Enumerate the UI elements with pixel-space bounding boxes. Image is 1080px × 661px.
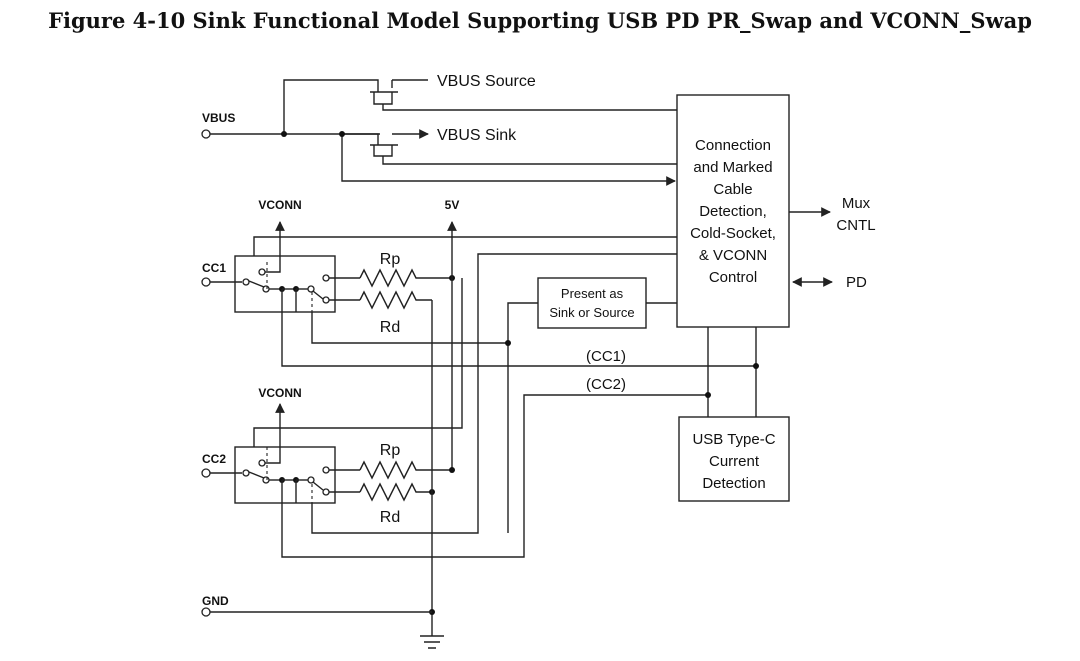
junction xyxy=(339,131,345,137)
cc2-rd-label: Rd xyxy=(380,509,400,526)
cc1-rd-resistor xyxy=(359,290,432,310)
cc2-rp-supply-wire xyxy=(253,278,463,447)
cc2-rd-resistor xyxy=(359,482,432,502)
mux-label: Mux xyxy=(842,195,871,212)
cc2-vconn-arrow xyxy=(265,403,285,464)
current-line-1: USB Type-C xyxy=(692,431,775,448)
cc2-terminal xyxy=(201,468,211,478)
current-line-2: Current xyxy=(709,453,760,470)
control-line-2: and Marked xyxy=(693,159,772,176)
cc1-section: Rp Rd xyxy=(201,221,756,367)
cc2-switch-linkage xyxy=(266,447,313,503)
current-detection-box xyxy=(678,416,790,502)
cc1-net-label: (CC1) xyxy=(586,348,626,365)
present-line-2: Sink or Source xyxy=(549,305,634,320)
cc1-switch-box xyxy=(234,255,336,313)
cntl-label: CNTL xyxy=(836,217,875,234)
gnd-terminal xyxy=(201,607,211,617)
ground-symbol xyxy=(420,635,444,649)
control-line-6: & VCONN xyxy=(699,247,767,264)
sink-switch-wire xyxy=(368,133,410,145)
cc1-control-wire xyxy=(253,236,677,256)
figure-title: Figure 4-10 Sink Functional Model Suppor… xyxy=(48,8,1032,33)
sink-switch-body xyxy=(373,145,393,157)
cc1-terminal xyxy=(201,277,211,287)
source-sense-wire xyxy=(382,104,677,111)
cc1-switch-linkage xyxy=(266,262,313,312)
control-block: Connection and Marked Cable Detection, C… xyxy=(676,94,790,328)
cc2-net-label: (CC2) xyxy=(586,376,626,393)
cc2-net-wire xyxy=(281,394,708,558)
cc2-rp-resistor xyxy=(359,460,452,480)
cc2-switch-box xyxy=(234,446,336,504)
vbus-detect-wire xyxy=(341,134,676,186)
vbus-section xyxy=(201,79,677,186)
current-line-3: Detection xyxy=(702,475,765,492)
source-switch-wire xyxy=(368,79,428,92)
cc2-control-wire xyxy=(311,253,677,534)
cc1-net-wire xyxy=(281,289,756,367)
cc1-vconn-arrow xyxy=(265,221,285,273)
cc2-rp-label: Rp xyxy=(380,442,401,459)
control-line-7: Control xyxy=(709,269,757,286)
pd-label: PD xyxy=(846,274,867,291)
present-sink-source-box xyxy=(537,277,647,329)
junction xyxy=(281,131,287,137)
control-line-3: Cable xyxy=(713,181,752,198)
sink-sense-wire xyxy=(382,156,677,165)
five-v-label: 5V xyxy=(445,198,460,212)
vbus-pin-label: VBUS xyxy=(202,111,235,125)
control-line-5: Cold-Socket, xyxy=(690,225,776,242)
vbus-source-feed xyxy=(283,79,368,134)
cc2-section: Rp Rd xyxy=(201,253,708,558)
control-line-4: Detection, xyxy=(699,203,767,220)
source-switch-body xyxy=(373,92,393,105)
control-line-1: Connection xyxy=(695,137,771,154)
cc1-vconn-label: VCONN xyxy=(258,198,301,212)
gnd-pin-label: GND xyxy=(202,594,229,608)
cc1-rp-label: Rp xyxy=(380,251,401,268)
cc1-rp-resistor xyxy=(359,268,452,288)
cc1-pin-label: CC1 xyxy=(202,261,226,275)
cc1-rd-label: Rd xyxy=(380,319,400,336)
vbus-source-label: VBUS Source xyxy=(437,73,536,90)
connection-detection-control-box xyxy=(676,94,790,328)
present-line-1: Present as xyxy=(561,286,624,301)
cc2-vconn-label: VCONN xyxy=(258,386,301,400)
vbus-terminal xyxy=(201,129,211,139)
vbus-sink-label: VBUS Sink xyxy=(437,127,517,144)
cc2-pin-label: CC2 xyxy=(202,452,226,466)
